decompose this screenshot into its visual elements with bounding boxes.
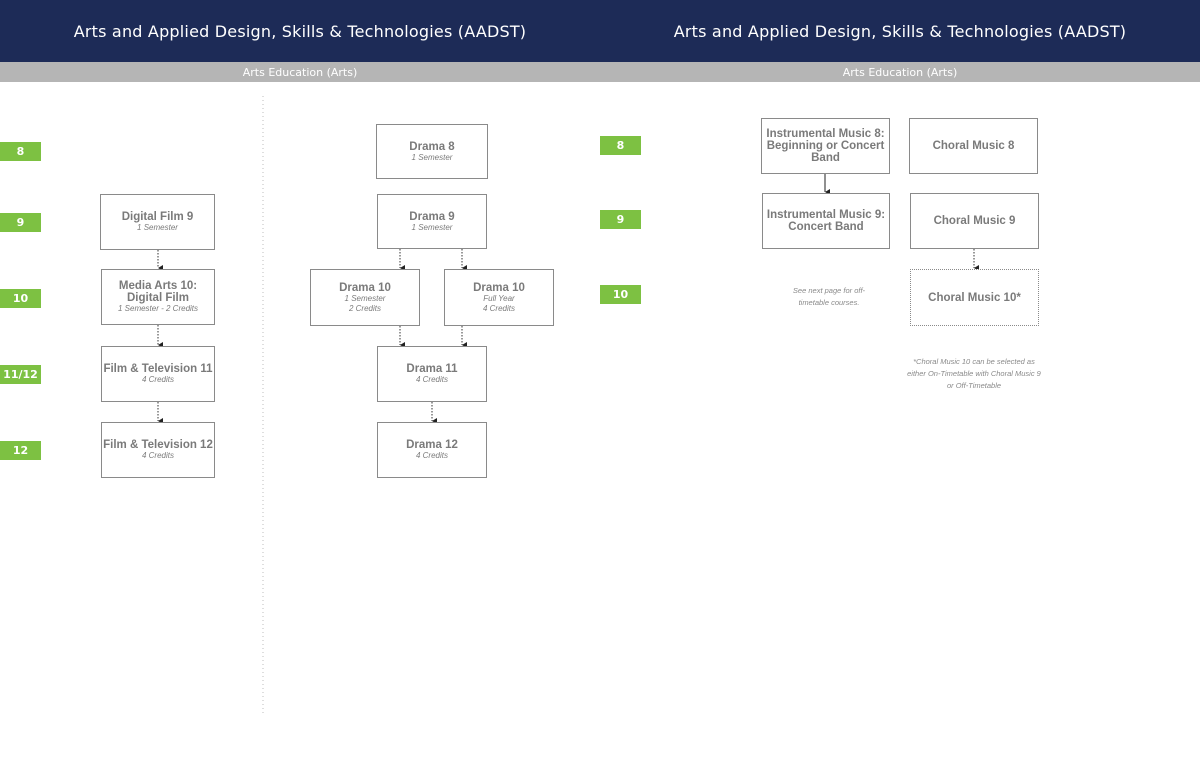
grade-tag-8-right: 8 xyxy=(600,136,641,155)
course-detail: 4 Credits xyxy=(415,451,448,460)
course-detail: 1 Semester xyxy=(411,222,453,232)
course-title: Drama 10 xyxy=(339,281,391,294)
course-title: Drama 9 xyxy=(409,210,455,223)
grade-tag-9: 9 xyxy=(0,213,41,232)
right-header-title: Arts and Applied Design, Skills & Techno… xyxy=(600,0,1200,62)
course-credits: 2 Credits xyxy=(348,303,381,313)
course-detail: 4 Credits xyxy=(141,375,174,384)
course-detail: 1 Semester xyxy=(137,223,178,232)
course-digital-film-9: Digital Film 9 1 Semester xyxy=(100,194,215,250)
course-choral-music-9: Choral Music 9 xyxy=(910,193,1039,249)
course-detail: 4 Credits xyxy=(415,375,448,384)
course-title: Instrumental Music 8: Beginning or Conce… xyxy=(766,128,885,164)
course-drama-9: Drama 9 1 Semester xyxy=(377,194,487,249)
course-detail: 1 Semester xyxy=(344,293,386,303)
grade-tag-12: 12 xyxy=(0,441,41,460)
grade-tag-10: 10 xyxy=(0,289,41,308)
course-film-tv-12: Film & Television 12 4 Credits xyxy=(101,422,215,478)
course-title: Digital Film 9 xyxy=(121,211,194,223)
course-drama-12: Drama 12 4 Credits xyxy=(377,422,487,478)
course-instrumental-music-9: Instrumental Music 9: Concert Band xyxy=(762,193,890,249)
grade-tag-8: 8 xyxy=(0,142,41,161)
off-timetable-note: See next page for off-timetable courses. xyxy=(792,286,866,307)
course-instrumental-music-8: Instrumental Music 8: Beginning or Conce… xyxy=(761,118,890,174)
course-title: Drama 10 xyxy=(473,281,525,294)
course-title: Film & Television 11 xyxy=(103,363,213,375)
right-subheader: Arts Education (Arts) xyxy=(600,62,1200,82)
course-title: Choral Music 10* xyxy=(928,291,1021,304)
left-header-title: Arts and Applied Design, Skills & Techno… xyxy=(0,0,600,62)
course-drama-10-full-year: Drama 10 Full Year 4 Credits xyxy=(444,269,554,326)
course-title: Drama 12 xyxy=(406,439,458,451)
course-detail: 1 Semester xyxy=(411,152,453,162)
course-title: Choral Music 9 xyxy=(933,215,1016,227)
course-title: Film & Television 12 xyxy=(103,439,213,451)
course-film-tv-11: Film & Television 11 4 Credits xyxy=(101,346,215,402)
course-title: Instrumental Music 9: Concert Band xyxy=(766,209,886,233)
course-detail: 1 Semester - 2 Credits xyxy=(117,304,199,313)
course-credits: 4 Credits xyxy=(482,303,515,313)
course-title: Drama 11 xyxy=(406,363,458,375)
course-title: Drama 8 xyxy=(409,140,455,153)
grade-tag-9-right: 9 xyxy=(600,210,641,229)
course-drama-8: Drama 8 1 Semester xyxy=(376,124,488,179)
grade-tag-10-right: 10 xyxy=(600,285,641,304)
left-subheader: Arts Education (Arts) xyxy=(0,62,600,82)
choral-music-10-footnote: *Choral Music 10 can be selected as eith… xyxy=(907,357,1041,390)
course-title: Choral Music 8 xyxy=(932,140,1015,152)
course-title: Media Arts 10: Digital Film xyxy=(118,280,198,304)
course-media-arts-10: Media Arts 10: Digital Film 1 Semester -… xyxy=(101,269,215,325)
course-drama-11: Drama 11 4 Credits xyxy=(377,346,487,402)
course-detail: Full Year xyxy=(483,293,515,303)
course-choral-music-10: Choral Music 10* xyxy=(910,269,1039,326)
course-detail: 4 Credits xyxy=(141,451,174,460)
course-drama-10-semester: Drama 10 1 Semester 2 Credits xyxy=(310,269,420,326)
course-choral-music-8: Choral Music 8 xyxy=(909,118,1038,174)
grade-tag-11-12: 11/12 xyxy=(0,365,41,384)
